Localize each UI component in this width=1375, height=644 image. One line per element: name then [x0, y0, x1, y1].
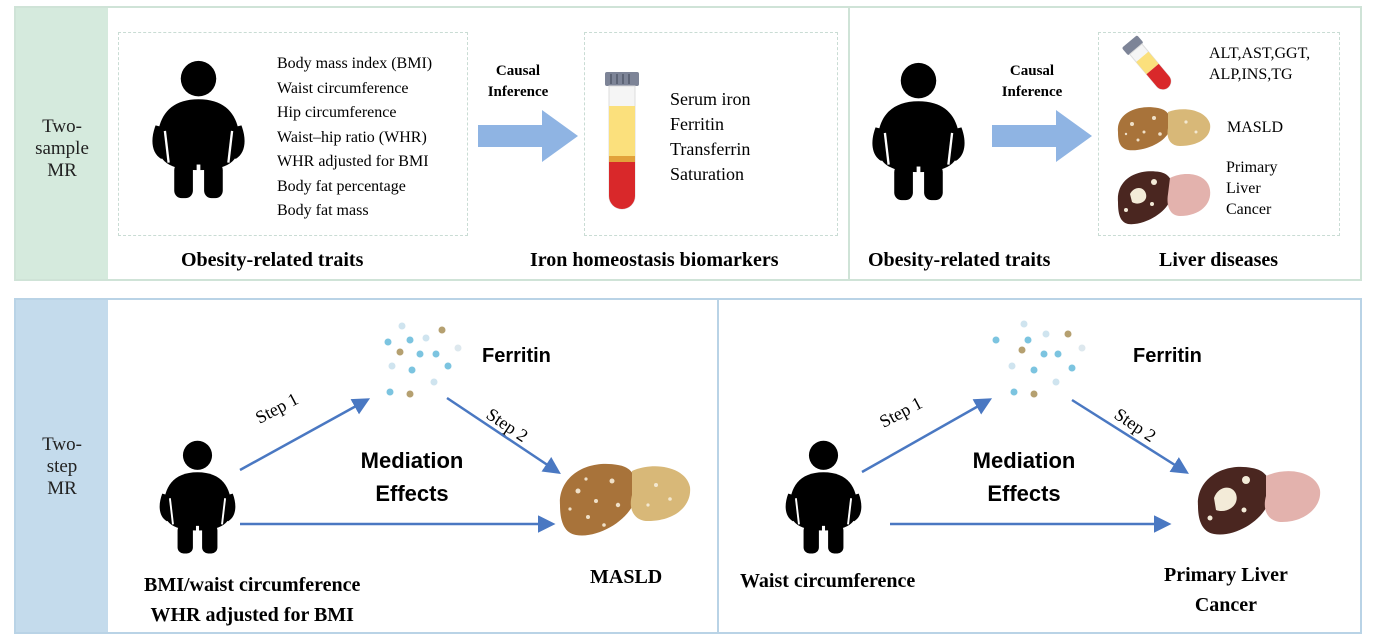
- causal-line: Causal: [495, 63, 541, 79]
- biomarker-item: Serum iron: [670, 89, 751, 109]
- causal-line: Causal: [1009, 63, 1055, 79]
- cancer-line: Cancer: [1226, 201, 1272, 218]
- causal-arrow-icon: [478, 110, 578, 162]
- iron-biomarkers-list: Serum iron Ferritin Transferrin Saturati…: [670, 87, 751, 187]
- biomarker-item: Ferritin: [670, 114, 724, 134]
- iron-biomarkers-caption: Iron homeostasis biomarkers: [530, 249, 779, 271]
- mediation-effects-label: Mediation Effects: [348, 444, 476, 510]
- trait-item: Waist–hip ratio (WHR): [277, 128, 427, 146]
- blood-tube-icon: [605, 72, 639, 210]
- cancer-label: Primary Liver Cancer: [1226, 157, 1278, 220]
- trait-item: WHR adjusted for BMI: [277, 153, 429, 170]
- trait-item: Waist circumference: [277, 79, 409, 97]
- obesity-traits-list: Body mass index (BMI) Waist circumferenc…: [277, 52, 432, 224]
- trait-item: Body mass index (BMI): [277, 55, 433, 72]
- liver-diseases-box: [1098, 32, 1340, 236]
- masld-outcome-label: MASLD: [590, 566, 663, 588]
- side-line: Two-: [42, 116, 82, 137]
- two-step-mr-panel: [14, 298, 1362, 634]
- liver-icon: [1197, 466, 1321, 535]
- exposure-line: BMI/waist circumference: [144, 574, 361, 596]
- causal-arrow-icon: [992, 110, 1092, 162]
- ferritin-label: Ferritin: [1133, 345, 1202, 367]
- obesity-traits-caption: Obesity-related traits: [181, 249, 364, 271]
- primary-liver-cancer-outcome-label: Primary Liver Cancer: [1164, 560, 1288, 620]
- ferritin-label: Ferritin: [482, 345, 551, 367]
- mediation-effects-label: Mediation Effects: [960, 444, 1088, 510]
- liver-test-line: ALT,AST,GGT,: [1209, 45, 1311, 62]
- causal-line: Inference: [1001, 84, 1063, 100]
- trait-item: Hip circumference: [277, 104, 397, 121]
- trait-item: Body fat mass: [277, 202, 369, 219]
- biomarker-item: Transferrin: [670, 139, 751, 159]
- side-label-two-step: Two- step MR: [16, 434, 108, 500]
- obesity-traits-box: [118, 32, 468, 236]
- blood-tube-icon: [1122, 35, 1172, 90]
- exposure-label: Waist circumference: [740, 570, 916, 592]
- side-label-two-sample: Two- sample MR: [16, 116, 108, 182]
- mediation-line: Effects: [987, 481, 1061, 506]
- liver-diseases-caption: Liver diseases: [1159, 249, 1279, 271]
- exposure-label: BMI/waist circumference WHR adjusted for…: [144, 570, 360, 630]
- ferritin-dots-icon: [992, 320, 1086, 398]
- bottom-separator: [717, 300, 719, 632]
- trait-item: Body fat percentage: [277, 177, 406, 195]
- two-sample-mr-side: Two- sample MR: [16, 8, 108, 279]
- liver-icon: [559, 463, 691, 536]
- outcome-line: Cancer: [1194, 594, 1258, 616]
- side-line: sample: [35, 138, 89, 159]
- causal-inference-label: Causal Inference: [478, 61, 558, 103]
- iron-biomarkers-box: [584, 32, 838, 236]
- side-line: MR: [47, 478, 77, 499]
- cancer-line: Liver: [1226, 180, 1261, 197]
- causal-inference-label: Causal Inference: [992, 61, 1072, 103]
- liver-test-line: ALP,INS,TG: [1209, 66, 1293, 83]
- person-silhouette-icon: [784, 440, 863, 555]
- side-line: Two-: [42, 434, 82, 455]
- masld-label: MASLD: [1227, 119, 1284, 136]
- two-step-mr-side: Two- step MR: [16, 300, 108, 632]
- obesity-traits-caption: Obesity-related traits: [868, 249, 1051, 271]
- liver-icon: [1117, 107, 1211, 151]
- mediation-line: Mediation: [972, 448, 1076, 473]
- top-separator: [848, 8, 850, 279]
- outcome-line: Primary Liver: [1164, 564, 1288, 586]
- side-line: MR: [47, 160, 77, 181]
- side-line: step: [46, 456, 78, 477]
- causal-line: Inference: [487, 84, 549, 100]
- mediation-line: Mediation: [360, 448, 464, 473]
- biomarker-item: Saturation: [670, 164, 744, 184]
- exposure-line: WHR adjusted for BMI: [150, 604, 354, 626]
- cancer-line: Primary: [1226, 159, 1278, 176]
- ferritin-dots-icon: [384, 322, 462, 398]
- liver-icon: [1117, 171, 1211, 225]
- liver-tests-label: ALT,AST,GGT, ALP,INS,TG: [1209, 43, 1310, 85]
- mediation-line: Effects: [375, 481, 449, 506]
